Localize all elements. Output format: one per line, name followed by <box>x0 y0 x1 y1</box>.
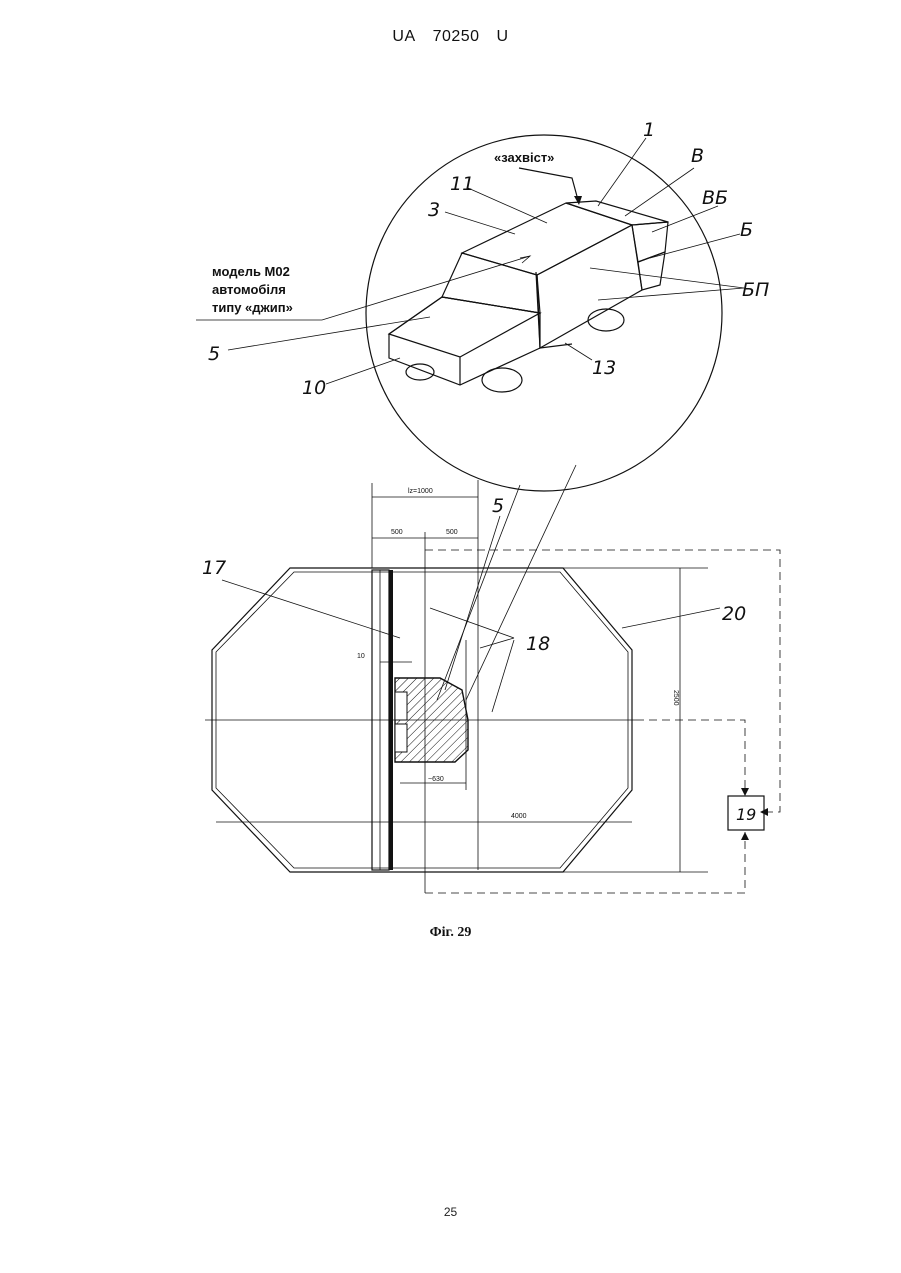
model-label-line3: типу «джип» <box>212 300 293 315</box>
dim-4000: 4000 <box>511 813 527 820</box>
ref-18: 18 <box>526 633 550 655</box>
signal-line-axis <box>636 720 745 795</box>
car-model <box>389 201 668 392</box>
page-number: 25 <box>0 1205 901 1219</box>
ref-5-upper: 5 <box>208 343 220 365</box>
figure-caption: Фіг. 29 <box>0 925 901 941</box>
ref-11: 11 <box>450 173 474 195</box>
zoom-line-left <box>437 485 520 700</box>
dim-2500: 2500 <box>672 690 679 706</box>
ref-BP: БП <box>742 279 769 301</box>
ref-19: 19 <box>736 805 756 824</box>
tail-label: «захвіст» <box>494 150 554 165</box>
dim-10: 10 <box>357 653 365 660</box>
ref-3: 3 <box>428 199 440 221</box>
ref-B: В <box>691 145 704 167</box>
dimension-lines <box>216 480 708 872</box>
ref-BB: ВБ <box>702 187 728 209</box>
ref-10: 10 <box>302 377 326 399</box>
lower-leaders <box>222 516 720 712</box>
dim-630: ~630 <box>428 776 444 783</box>
ref-Be: Б <box>740 219 753 241</box>
dim-lz: lz=1000 <box>408 488 433 495</box>
model-label-line2: автомобіля <box>212 282 286 297</box>
ref-17: 17 <box>202 557 226 579</box>
ref-20: 20 <box>722 603 746 625</box>
dim-500-a: 500 <box>391 529 403 536</box>
ref-13: 13 <box>592 357 616 379</box>
ref-1: 1 <box>643 119 655 141</box>
model-label-line1: модель М02 <box>212 264 290 279</box>
dim-500-b: 500 <box>446 529 458 536</box>
ref-5-lower: 5 <box>492 495 504 517</box>
